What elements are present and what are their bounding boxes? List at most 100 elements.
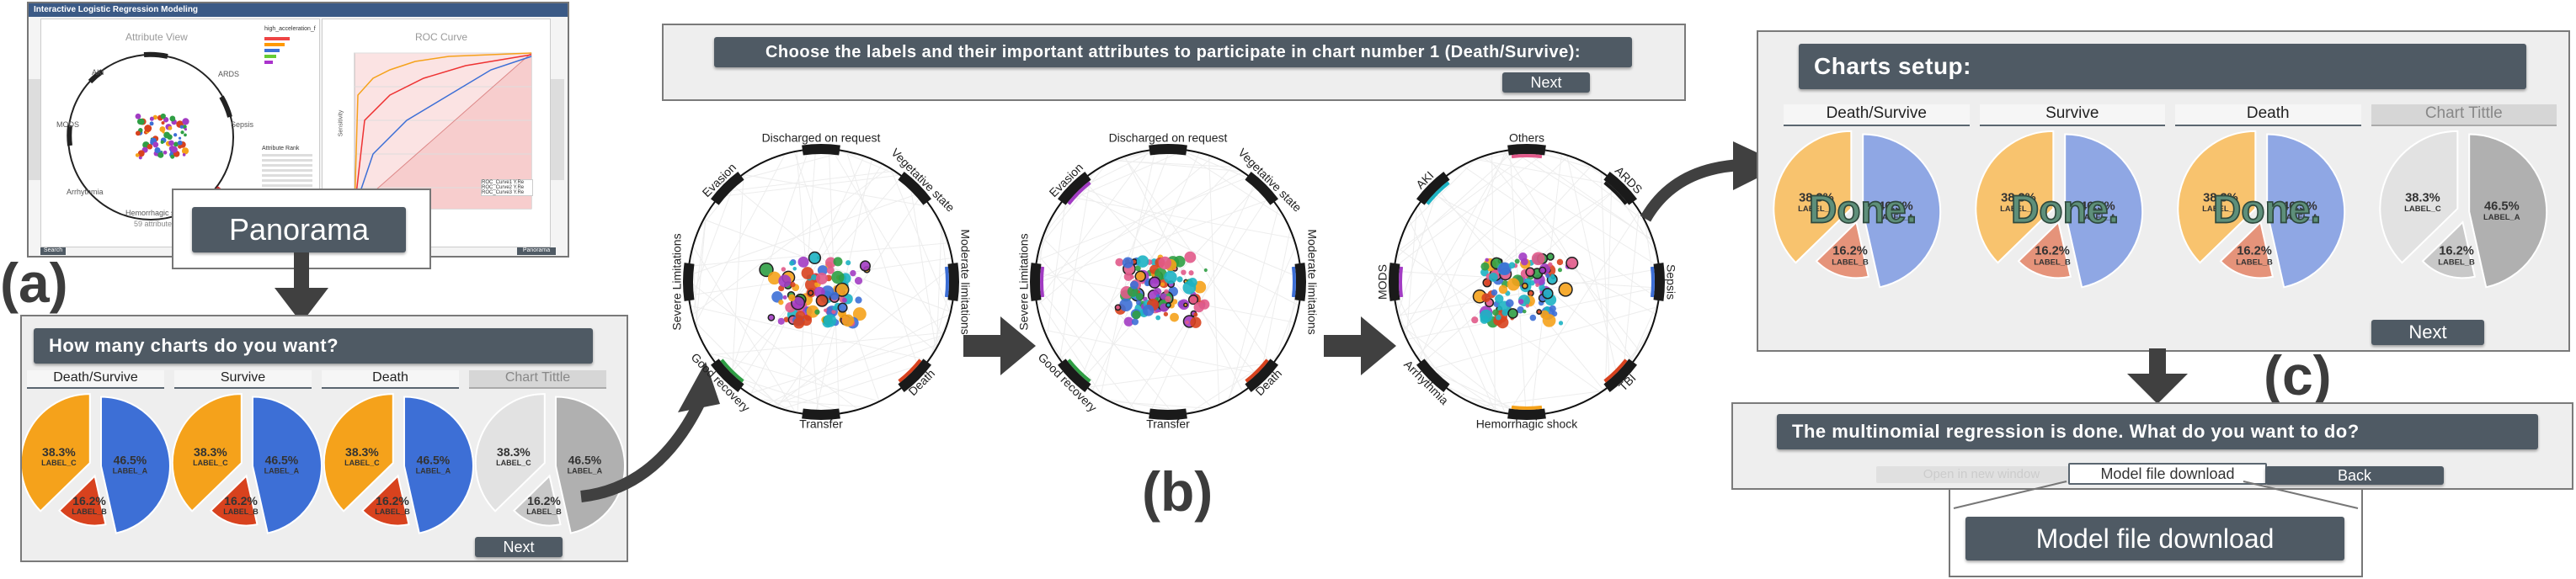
data-point <box>1548 262 1553 267</box>
attribute-label[interactable]: Moderate limitations <box>958 229 972 334</box>
mini-data-point <box>184 133 187 137</box>
pie-label-c: 38.3% <box>42 445 76 459</box>
attribute-arc[interactable] <box>1389 263 1400 301</box>
pie-label-c-name: LABEL_C <box>344 459 380 467</box>
pie-label-b: 16.2% <box>72 494 106 507</box>
pie-label-a: 46.5% <box>2080 199 2115 213</box>
mini-data-point <box>181 147 189 155</box>
tab-chart-title[interactable]: Chart Tittle <box>2371 104 2557 126</box>
data-point <box>1163 311 1169 316</box>
pie-chart: 46.5%LABEL_A38.3%LABEL_C16.2%LABEL_BDone… <box>1975 130 2144 289</box>
data-point <box>1514 258 1520 264</box>
data-point <box>1129 280 1139 290</box>
attribute-arc[interactable] <box>1294 263 1306 301</box>
data-point <box>1134 265 1141 272</box>
attribute-label[interactable]: Discharged on request <box>1109 131 1228 145</box>
attribute-arc-accent <box>1399 266 1404 298</box>
attribute-label[interactable]: MODS <box>1376 264 1389 300</box>
attribute-arc[interactable] <box>1603 171 1638 205</box>
mini-data-point <box>135 153 140 157</box>
attribute-arc[interactable] <box>1245 171 1279 205</box>
pie-label-b: 16.2% <box>2035 245 2070 258</box>
back-button[interactable]: Back <box>2265 466 2444 485</box>
attribute-arc[interactable] <box>1057 171 1091 205</box>
tab-death[interactable]: Death <box>322 370 459 389</box>
attribute-label[interactable]: Severe Limitations <box>670 233 684 330</box>
pie-slice-c <box>474 393 546 513</box>
attribute-arc[interactable] <box>1507 408 1546 420</box>
data-point <box>1556 258 1564 266</box>
attribute-arc[interactable] <box>802 144 840 156</box>
attribute-label[interactable]: Severe Limitations <box>1017 233 1031 330</box>
attribute-arc[interactable] <box>1603 359 1638 393</box>
panorama-callout[interactable]: Panorama <box>192 207 406 252</box>
attribute-arc[interactable] <box>1245 359 1279 393</box>
attribute-arc[interactable] <box>710 359 744 393</box>
attribute-arc[interactable] <box>1416 171 1450 205</box>
attribute-arc[interactable] <box>1416 359 1450 393</box>
attribute-label[interactable]: Discharged on request <box>762 131 881 145</box>
attribute-label[interactable]: Transfer <box>799 417 843 431</box>
mini-panorama-button[interactable]: Panorama <box>517 247 556 255</box>
data-point <box>1507 278 1520 291</box>
data-point <box>1485 258 1489 263</box>
attribute-arc[interactable] <box>898 171 932 205</box>
arrow-down-a <box>275 252 328 323</box>
data-point <box>783 316 790 323</box>
attribute-arc[interactable] <box>1653 263 1665 301</box>
pie-label-a: 46.5% <box>2282 199 2317 213</box>
attribute-label[interactable]: Good recovery <box>1036 350 1100 414</box>
pie-label-a: 46.5% <box>114 454 147 467</box>
data-point <box>1539 266 1547 274</box>
mini-data-point <box>182 118 189 125</box>
pie-label-b-name: LABEL_B <box>375 507 410 516</box>
mini-roc-legend: ROC_Curve1 Y.Re ROC_Curve2 Y.Re ROC_Curv… <box>481 179 533 196</box>
data-point <box>1136 255 1149 268</box>
pie-label-c-name: LABEL_C <box>41 459 77 467</box>
mini-data-point <box>178 136 182 140</box>
panel-c-next-button[interactable]: Next <box>2371 320 2484 345</box>
pie-label-a-name: LABEL_A <box>2079 213 2116 222</box>
attribute-label[interactable]: Sepsis <box>1664 264 1677 300</box>
attribute-arc[interactable] <box>1057 359 1091 393</box>
attribute-label[interactable]: Transfer <box>1146 417 1190 431</box>
tab-chart-title[interactable]: Chart Tittle <box>469 370 606 389</box>
data-point <box>1114 304 1122 311</box>
attribute-arc[interactable] <box>1030 263 1042 301</box>
tab-death[interactable]: Death <box>2175 104 2361 126</box>
panel-a-next-button[interactable]: Next <box>475 537 563 557</box>
download-callout[interactable]: Model file download <box>1965 517 2344 560</box>
mini-data-point <box>173 141 179 147</box>
attribute-arc-accent <box>1650 266 1655 298</box>
open-new-window-button[interactable]: Open in new window <box>1876 466 2087 483</box>
radial-links <box>1034 148 1302 416</box>
tab-survive[interactable]: Survive <box>174 370 312 389</box>
attribute-label[interactable]: Others <box>1509 131 1544 145</box>
mini-data-point <box>135 130 141 136</box>
tab-survive[interactable]: Survive <box>1979 104 2165 126</box>
attribute-arc[interactable] <box>1149 144 1187 156</box>
attribute-arc[interactable] <box>898 359 932 393</box>
data-point <box>793 317 805 329</box>
pie-label-b-name: LABEL_B <box>72 507 107 516</box>
attribute-arc[interactable] <box>683 263 695 301</box>
attribute-label[interactable]: Moderate limitations <box>1305 229 1319 334</box>
data-point <box>1542 287 1554 300</box>
panel-b-next-button[interactable]: Next <box>1502 72 1590 93</box>
label-c: (c) <box>2264 344 2332 406</box>
pie-label-a: 46.5% <box>417 454 451 467</box>
attribute-arc-accent <box>1603 359 1628 383</box>
arrow-curved-a-b <box>580 362 720 502</box>
attribute-arc[interactable] <box>947 263 959 301</box>
attribute-arc[interactable] <box>1149 408 1187 420</box>
attribute-arc[interactable] <box>1507 144 1546 156</box>
attribute-label[interactable]: Good recovery <box>689 350 753 414</box>
attribute-label[interactable]: Hemorrhagic shock <box>1476 417 1579 431</box>
tab-death-survive[interactable]: Death/Survive <box>27 370 164 389</box>
data-point <box>1529 314 1537 321</box>
mini-search-button[interactable]: Search <box>40 247 66 255</box>
attribute-arc[interactable] <box>710 171 744 205</box>
attribute-arc[interactable] <box>802 408 840 420</box>
mini-attr-count: 59 attributes <box>134 220 176 228</box>
tab-death-survive[interactable]: Death/Survive <box>1784 104 1970 126</box>
